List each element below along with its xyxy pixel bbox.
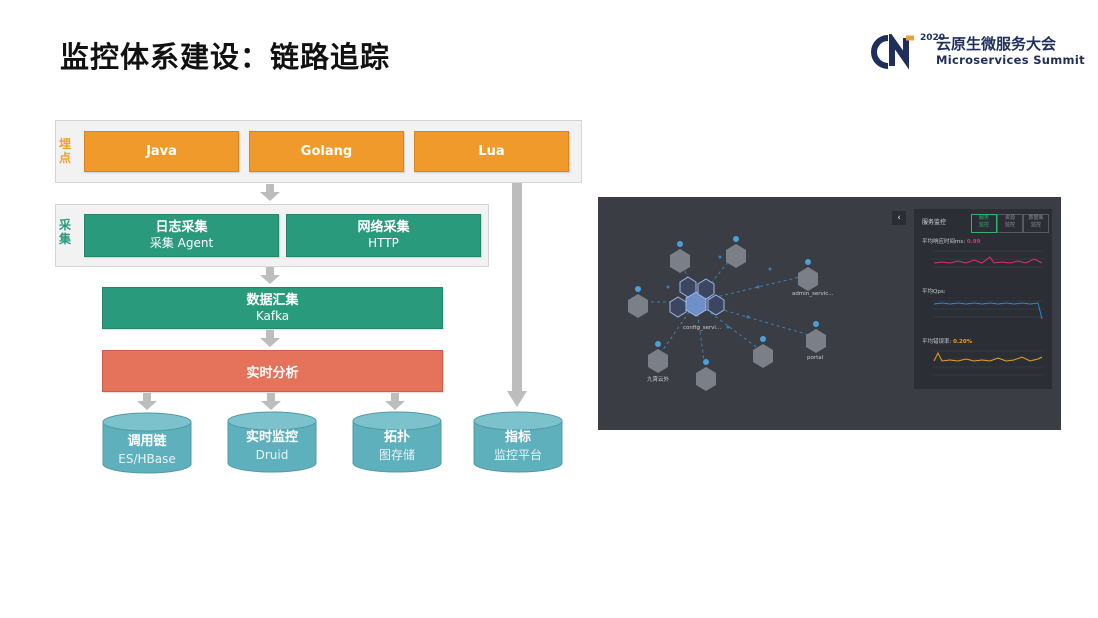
lua-box: Lua bbox=[414, 131, 569, 172]
golang-box: Golang bbox=[249, 131, 404, 172]
node-label: admin_servic... bbox=[792, 291, 834, 297]
analysis-box: 实时分析 bbox=[102, 350, 443, 392]
network-collect-box: 网络采集 HTTP bbox=[286, 214, 481, 257]
monitoring-screenshot: config_servi... admin_servic... portal 九… bbox=[598, 197, 1061, 430]
realtime-store-cylinder: 实时监控 Druid bbox=[227, 411, 317, 473]
aggregate-title: 数据汇集 bbox=[246, 292, 299, 308]
topology-store-sub: 图存储 bbox=[378, 448, 415, 462]
metric-store-title: 指标 bbox=[504, 430, 531, 445]
node-label: portal bbox=[807, 355, 824, 361]
page-title: 监控体系建设：链路追踪 bbox=[60, 40, 391, 74]
logo-year: 2020 bbox=[920, 33, 946, 43]
metric-label: 平均错误率: 0.20% bbox=[922, 337, 972, 345]
cylinder-icon bbox=[102, 412, 192, 474]
log-collect-title: 日志采集 bbox=[155, 220, 208, 235]
down-arrow-icon bbox=[137, 393, 157, 410]
topology-store-cylinder: 拓扑 图存储 bbox=[352, 411, 442, 473]
instrument-label: 埋点 bbox=[58, 137, 71, 165]
realtime-store-title: 实时监控 bbox=[245, 430, 298, 445]
collect-label: 采集 bbox=[58, 218, 71, 246]
trace-store-sub: ES/HBase bbox=[118, 452, 176, 466]
down-arrow-icon bbox=[385, 393, 405, 410]
response-time-sparkline bbox=[932, 250, 1044, 268]
topology-graph bbox=[628, 236, 826, 391]
metric-value: 0.99 bbox=[966, 239, 981, 245]
conference-logo: 2020 云原生微服务大会 Microservices Summit bbox=[870, 33, 1085, 70]
node-label: 九霄云外 bbox=[647, 377, 670, 383]
network-collect-sub: HTTP bbox=[368, 236, 399, 250]
node-label: config_servi... bbox=[683, 325, 722, 331]
topology-store-title: 拓扑 bbox=[383, 430, 410, 445]
down-arrow-icon bbox=[260, 184, 280, 201]
cn-logo-icon bbox=[871, 34, 914, 70]
metric-store-cylinder: 指标 监控平台 bbox=[473, 411, 563, 473]
tab-resource-monitor[interactable]: 资源 监控 bbox=[997, 214, 1023, 233]
log-collect-sub: 采集 Agent bbox=[149, 236, 214, 250]
panel-title: 服务监控 bbox=[922, 219, 947, 226]
cylinder-icon bbox=[473, 411, 563, 473]
metric-store-sub: 监控平台 bbox=[493, 448, 542, 462]
logo-subtitle: Microservices Summit bbox=[936, 53, 1085, 67]
down-arrow-icon bbox=[260, 330, 280, 347]
metric-label: 平均Qps: bbox=[922, 287, 946, 295]
metric-name: 平均响应时间ms: bbox=[922, 239, 966, 245]
java-box: Java bbox=[84, 131, 239, 172]
cylinder-icon bbox=[352, 411, 442, 473]
realtime-store-sub: Druid bbox=[255, 448, 289, 462]
metric-label: 平均响应时间ms: 0.99 bbox=[922, 237, 980, 245]
network-collect-title: 网络采集 bbox=[357, 220, 410, 235]
chevron-left-icon[interactable]: ‹ bbox=[892, 211, 906, 225]
cylinder-icon bbox=[227, 411, 317, 473]
trace-store-title: 调用链 bbox=[127, 434, 167, 449]
metric-name: 平均Qps: bbox=[922, 289, 946, 295]
down-arrow-icon bbox=[260, 267, 280, 284]
long-arrow-icon bbox=[507, 183, 527, 407]
metrics-panel: 服务监控 服务 监控 资源 监控 数据库 监控 平均响应时间ms: 0.99 平… bbox=[914, 209, 1052, 389]
tab-service-monitor[interactable]: 服务 监控 bbox=[971, 214, 997, 233]
qps-sparkline bbox=[932, 300, 1044, 320]
aggregate-box: 数据汇集 Kafka bbox=[102, 287, 443, 329]
error-rate-sparkline bbox=[932, 350, 1044, 376]
tab-db-monitor[interactable]: 数据库 监控 bbox=[1023, 214, 1049, 233]
log-collect-box: 日志采集 采集 Agent bbox=[84, 214, 279, 257]
trace-store-cylinder: 调用链 ES/HBase bbox=[102, 412, 192, 474]
down-arrow-icon bbox=[261, 393, 281, 410]
metric-name: 平均错误率: bbox=[922, 339, 952, 345]
metric-value: 0.20% bbox=[953, 339, 973, 345]
logo-name: 云原生微服务大会 bbox=[936, 35, 1057, 53]
aggregate-sub: Kafka bbox=[255, 308, 290, 323]
